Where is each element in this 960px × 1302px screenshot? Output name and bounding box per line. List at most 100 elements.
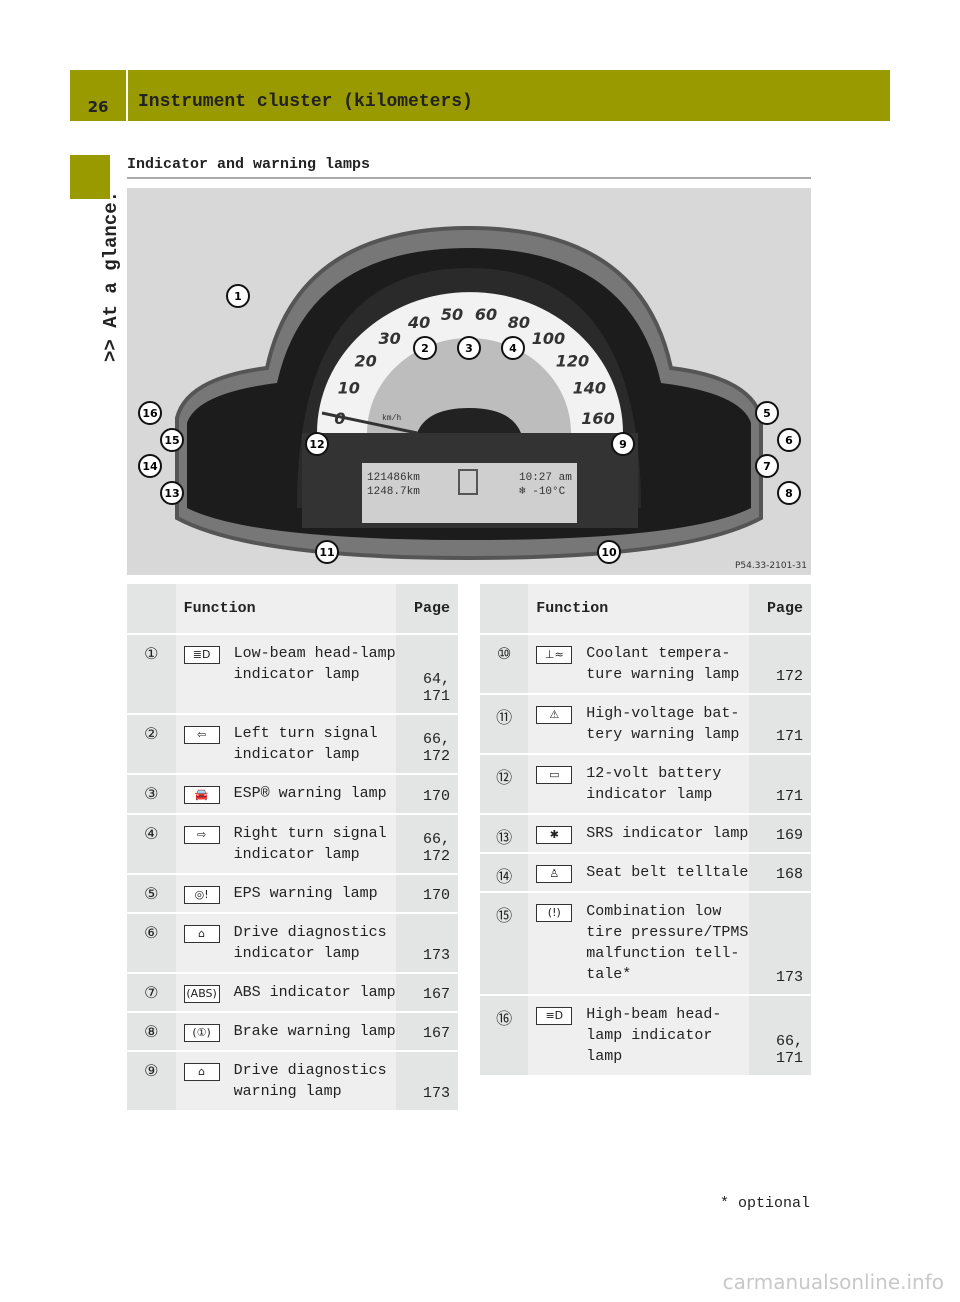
lamp-icon: ≣D bbox=[183, 646, 220, 664]
table-row: ② ⇦Left turn signal indicator lamp 66, 1… bbox=[127, 714, 458, 775]
page-reference: 168 bbox=[749, 853, 811, 893]
page-reference: 171 bbox=[749, 754, 811, 815]
lamp-icon: ▭ bbox=[536, 766, 573, 784]
row-number: ⑩ bbox=[480, 634, 529, 695]
lamp-icon: ⌂ bbox=[183, 1063, 220, 1081]
page-reference: 167 bbox=[396, 1012, 458, 1052]
speed-tick-label: 40 bbox=[407, 313, 430, 332]
page-reference: 170 bbox=[396, 774, 458, 815]
function-text: ESP® warning lamp bbox=[233, 785, 387, 802]
callout-circle bbox=[597, 540, 621, 564]
row-number: ⑧ bbox=[127, 1012, 176, 1052]
callout-number: 2 bbox=[421, 342, 429, 355]
lamp-icon: (①) bbox=[183, 1024, 220, 1042]
unit-label: km/h bbox=[382, 414, 401, 423]
row-number: ② bbox=[127, 714, 176, 775]
table-row: ⑥ ⌂ Drive diagnostics indicator lamp 173 bbox=[127, 913, 458, 974]
table-row: ⑭ ♙Seat belt telltale 168 bbox=[480, 853, 811, 893]
lamp-icon: ✱ bbox=[536, 826, 573, 844]
function-text: High-voltage bat-tery warning lamp bbox=[586, 705, 740, 743]
callout-circle bbox=[611, 432, 635, 456]
callout-number: 15 bbox=[164, 434, 179, 447]
page-reference: 171 bbox=[749, 694, 811, 755]
callout-circle bbox=[755, 454, 779, 478]
header-bar bbox=[70, 70, 890, 121]
table-row: ⑮ (!)Combination low tire pressure/TPMS … bbox=[480, 892, 811, 996]
page-reference: 173 bbox=[396, 913, 458, 974]
table-left: Function Page ① ≣D Low-beam head-lamp ind… bbox=[127, 584, 458, 1112]
lamp-icon: (!) bbox=[536, 904, 573, 922]
speed-tick-label: 20 bbox=[354, 351, 376, 370]
section-divider bbox=[127, 177, 811, 179]
lamp-icon: ♙ bbox=[536, 865, 573, 883]
column-header-page: Page bbox=[749, 584, 811, 635]
function-text: ABS indicator lamp bbox=[233, 984, 396, 1001]
function-text: Brake warning lamp bbox=[233, 1023, 396, 1040]
table-row: ⑩ ⊥≈ Coolant tempera-ture warning lamp 17… bbox=[480, 634, 811, 695]
function-text: Right turn signal indicator lamp bbox=[233, 825, 387, 863]
row-number: ⑮ bbox=[480, 892, 529, 996]
callout-circle bbox=[413, 336, 437, 360]
speed-tick-label: 10 bbox=[338, 379, 360, 398]
lamp-icon: ≡D bbox=[536, 1007, 573, 1025]
clock: 10:27 am bbox=[519, 472, 572, 484]
function-text: Low-beam head-lamp indicator lamp bbox=[233, 645, 396, 683]
function-text: Drive diagnostics indicator lamp bbox=[233, 924, 387, 962]
row-number: ⑯ bbox=[480, 995, 529, 1077]
callout-number: 7 bbox=[763, 460, 771, 473]
lamp-icon: ⊥≈ bbox=[536, 646, 573, 664]
callout-number: 13 bbox=[164, 487, 179, 500]
section-heading: Indicator and warning lamps bbox=[127, 156, 371, 173]
callout-number: 3 bbox=[465, 342, 473, 355]
row-number: ⑪ bbox=[480, 694, 529, 755]
callout-number: 9 bbox=[619, 438, 627, 451]
callout-number: 12 bbox=[309, 438, 324, 451]
table-row: ⑪ ⚠ High-voltage bat-tery warning lamp 17… bbox=[480, 694, 811, 755]
row-number: ① bbox=[127, 634, 176, 715]
sidebar-label: >> At a glance. bbox=[100, 190, 122, 362]
callout-circle bbox=[226, 284, 250, 308]
row-number: ⑨ bbox=[127, 1051, 176, 1112]
speed-tick-label: 60 bbox=[475, 305, 497, 324]
row-number: ⑥ bbox=[127, 913, 176, 974]
lamp-icon: ⚠ bbox=[536, 706, 573, 724]
speed-tick-label: 120 bbox=[556, 351, 589, 370]
row-number: ⑦ bbox=[127, 973, 176, 1013]
column-header-page: Page bbox=[396, 584, 458, 635]
function-text: Left turn signal indicator lamp bbox=[233, 725, 378, 763]
table-row: ⑧ (①) Brake warning lamp 167 bbox=[127, 1012, 458, 1052]
column-header-function: Function bbox=[175, 584, 397, 635]
speed-tick-label: 100 bbox=[532, 329, 565, 348]
figure-code: P54.33-2101-31 bbox=[735, 561, 807, 571]
table-row: ⑬ ✱SRS indicator lamp 169 bbox=[480, 814, 811, 854]
lamp-icon: 🚘 bbox=[183, 786, 220, 804]
callout-number: 10 bbox=[601, 546, 617, 559]
table-right: Function Page ⑩ ⊥≈ Coolant tempera-ture w… bbox=[480, 584, 811, 1077]
row-number: ③ bbox=[127, 774, 176, 815]
callout-circle bbox=[777, 428, 801, 452]
speed-tick-label: 30 bbox=[378, 329, 400, 348]
speed-tick-label: 140 bbox=[573, 379, 606, 398]
function-text: Coolant tempera-ture warning lamp bbox=[586, 645, 740, 683]
table-row: ⑫ ▭12-volt battery indicator lamp 171 bbox=[480, 754, 811, 815]
outside-temp: ❄ -10°C bbox=[519, 486, 566, 498]
speed-tick-label: 0 bbox=[334, 409, 345, 428]
lamp-icon: ⌂ bbox=[183, 925, 220, 943]
row-number: ⑫ bbox=[480, 754, 529, 815]
function-text: SRS indicator lamp bbox=[586, 825, 749, 842]
page-reference: 172 bbox=[749, 634, 811, 695]
callout-number: 8 bbox=[785, 487, 793, 500]
row-number: ⑬ bbox=[480, 814, 529, 854]
table-row: ⑨ ⌂Drive diagnostics warning lamp 173 bbox=[127, 1051, 458, 1112]
page-reference: 170 bbox=[396, 874, 458, 914]
row-number: ⑤ bbox=[127, 874, 176, 914]
speed-tick-label: 50 bbox=[441, 305, 463, 324]
function-text: Seat belt telltale bbox=[586, 864, 749, 881]
column-header-function: Function bbox=[528, 584, 750, 635]
callout-circle bbox=[305, 432, 329, 456]
sidebar-marker bbox=[70, 155, 110, 199]
page-reference: 64, 171 bbox=[396, 634, 458, 715]
